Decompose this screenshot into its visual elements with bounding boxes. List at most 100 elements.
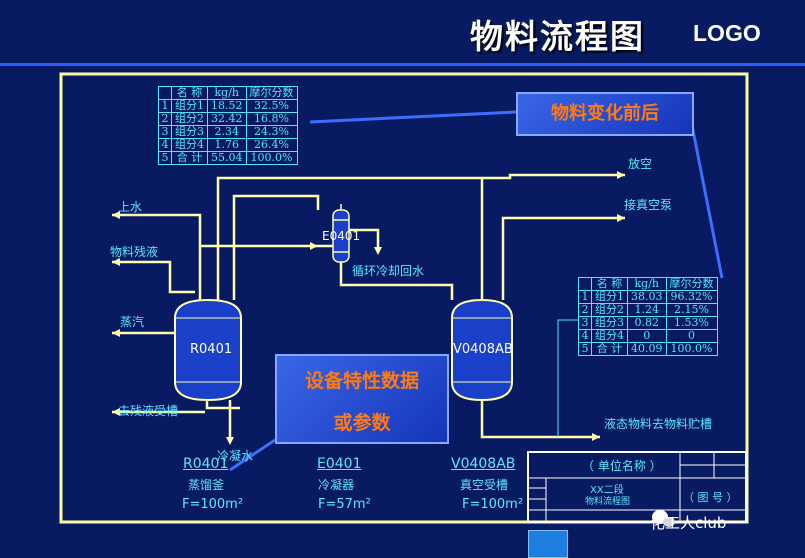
- equip-tag-v0408: V0408AB: [451, 456, 516, 472]
- table-cell: 组分2: [171, 112, 208, 126]
- table-cell: 55.04: [207, 151, 247, 165]
- table-header-cell: [158, 86, 172, 100]
- title-block-unit: （ 单位名称 ）: [582, 459, 662, 473]
- table-cell: 合 计: [171, 151, 208, 165]
- table-cell: 3: [158, 125, 172, 139]
- table-cell: 5: [578, 342, 592, 356]
- table-cell: 26.4%: [245, 138, 298, 152]
- watermark: 化工人club: [650, 514, 727, 532]
- callout-equipment: 设备特性数据 或参数: [275, 354, 449, 444]
- equip-desc-r0401: 蒸馏釜: [188, 478, 225, 492]
- callout-before-after: 物料变化前后: [516, 92, 694, 136]
- table-cell: 4: [158, 138, 172, 152]
- label-cooling-return: 循环冷却回水: [352, 264, 425, 278]
- flow-arrows: [112, 171, 625, 445]
- wechat-icon: [652, 510, 675, 527]
- pipe-condensate-out: [339, 262, 454, 300]
- label-residue: 物料残液: [110, 245, 159, 259]
- table-cell: 2: [158, 112, 172, 126]
- equip-tag-r0401: R0401: [183, 456, 229, 472]
- equip-area-e0401: F=57m²: [318, 497, 371, 512]
- table-header-cell: 名 称: [591, 277, 628, 291]
- label-vacuum-pump: 接真空泵: [624, 198, 673, 212]
- title-block-number: （ 图 号 ）: [683, 491, 738, 504]
- receiver-v0408: [451, 298, 513, 402]
- pipe-water-in: [112, 213, 202, 300]
- logo-text: LOGO: [693, 20, 761, 46]
- pipe-top-header: [216, 173, 625, 300]
- drawing-frame: [59, 72, 749, 524]
- leader-lines: [229, 110, 724, 472]
- table-cell: 3: [578, 316, 592, 330]
- vessel-label-r0401: R0401: [190, 342, 233, 357]
- equip-tag-e0401: E0401: [317, 456, 362, 472]
- table-cell: 组分1: [171, 99, 208, 113]
- pipe-liquid-out: [480, 400, 600, 439]
- table-cell: 组分1: [591, 290, 628, 304]
- table-cell: 1.76: [207, 138, 247, 152]
- table-cell: 合 计: [591, 342, 628, 356]
- vessel-label-v0408: V0408AB: [453, 342, 513, 357]
- table-cell: 32.42: [207, 112, 247, 126]
- table-header-cell: kg/h: [627, 277, 667, 291]
- table-cell: 组分4: [591, 329, 628, 343]
- table-header-cell: kg/h: [207, 86, 247, 100]
- page-title: 物料流程图: [470, 17, 645, 56]
- label-condensate: 冷凝水: [217, 449, 254, 463]
- equip-area-r0401: F=100m²: [182, 497, 244, 512]
- table-cell: 组分2: [591, 303, 628, 317]
- title-block-project: XX二段: [590, 485, 624, 496]
- pipe-residue: [112, 260, 195, 294]
- label-to-residue-tank: 去残液受槽: [118, 404, 179, 418]
- pipe-residue-out: [205, 400, 240, 410]
- table-cell: 18.52: [207, 99, 247, 113]
- table-cell: 2: [578, 303, 592, 317]
- condenser-e0401: [332, 204, 350, 263]
- equip-desc-v0408: 真空受槽: [460, 478, 509, 492]
- table-cell: 0.82: [627, 316, 667, 330]
- table-cell: 2.34: [207, 125, 247, 139]
- callout-equipment-line2: 或参数: [333, 412, 391, 434]
- table-cell: 100.0%: [245, 151, 298, 165]
- table-cell: 32.5%: [245, 99, 298, 113]
- table-cell: 38.03: [627, 290, 667, 304]
- table-header-cell: 摩尔分数: [665, 277, 718, 291]
- title-block-drawing: 物料流程图: [585, 497, 631, 507]
- table-cell: 16.8%: [245, 112, 298, 126]
- table-cell: 1: [578, 290, 592, 304]
- pipe-vapor: [232, 194, 320, 300]
- label-steam: 蒸汽: [120, 315, 145, 329]
- reactor-r0401: [174, 298, 242, 402]
- table-cell: 40.09: [627, 342, 667, 356]
- equip-desc-e0401: 冷凝器: [318, 478, 355, 492]
- header-divider: [0, 63, 805, 66]
- back-button[interactable]: [528, 530, 568, 558]
- pipe-cooling-return: [346, 228, 380, 250]
- equip-area-v0408: F=100m²: [462, 497, 524, 512]
- table-cell: 组分3: [591, 316, 628, 330]
- label-vent: 放空: [628, 157, 653, 171]
- table-header-cell: 名 称: [171, 86, 208, 100]
- vessel-label-e0401: E0401: [322, 229, 361, 243]
- title-block: [527, 451, 747, 523]
- table-cell: 0: [665, 329, 718, 343]
- label-liquid-to-tank: 液态物料去物料贮槽: [604, 417, 713, 431]
- table-cell: 2.15%: [665, 303, 718, 317]
- pipelines: [112, 173, 625, 440]
- table-cell: 1: [158, 99, 172, 113]
- table-header-cell: 摩尔分数: [245, 86, 298, 100]
- table-cell: 1.24: [627, 303, 667, 317]
